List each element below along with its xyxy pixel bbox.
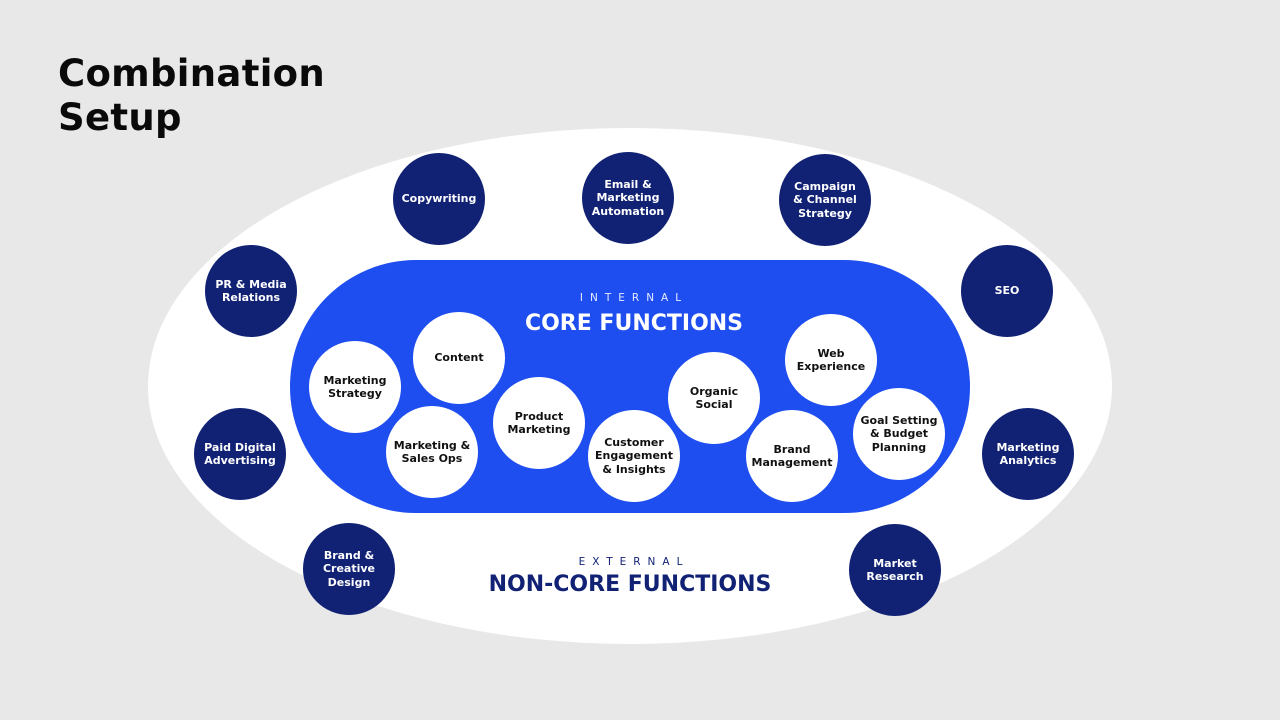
node-product-marketing: Product Marketing [493, 377, 585, 469]
node-label: Web Experience [796, 346, 866, 374]
node-label: PR & Media Relations [215, 277, 287, 305]
node-marketing-analytics: Marketing Analytics [982, 408, 1074, 500]
external-eyebrow: EXTERNAL [578, 556, 690, 568]
node-label: Content [434, 351, 484, 365]
node-label: Brand & Creative Design [322, 548, 376, 589]
node-label: SEO [994, 284, 1020, 298]
node-label: Marketing Strategy [323, 373, 387, 401]
node-label: Customer Engagement & Insights [595, 435, 673, 476]
node-label: Campaign & Channel Strategy [793, 179, 857, 220]
node-organic-social: Organic Social [668, 352, 760, 444]
node-label: Marketing Analytics [996, 440, 1060, 468]
node-label: Email & Marketing Automation [591, 177, 665, 218]
core-functions-heading: CORE FUNCTIONS [524, 311, 744, 336]
node-seo: SEO [961, 245, 1053, 337]
node-label: Brand Management [751, 442, 833, 470]
page-title: Combination Setup [58, 52, 325, 140]
page-title-line-1: Combination [58, 52, 326, 95]
node-market-research: Market Research [849, 524, 941, 616]
node-label: Market Research [866, 556, 924, 584]
node-brand-creative-design: Brand & Creative Design [303, 523, 395, 615]
node-label: Paid Digital Advertising [204, 440, 276, 468]
node-paid-digital-advertising: Paid Digital Advertising [194, 408, 286, 500]
node-label: Organic Social [689, 384, 739, 412]
node-goal-setting-budget-planning: Goal Setting & Budget Planning [853, 388, 945, 480]
page-title-line-2: Setup [58, 96, 182, 139]
node-copywriting: Copywriting [393, 153, 485, 245]
node-marketing-strategy: Marketing Strategy [309, 341, 401, 433]
node-pr-media-relations: PR & Media Relations [205, 245, 297, 337]
node-campaign-channel-strategy: Campaign & Channel Strategy [779, 154, 871, 246]
node-label: Marketing & Sales Ops [393, 438, 471, 466]
node-label: Copywriting [401, 192, 477, 206]
node-label: Product Marketing [507, 409, 571, 437]
node-brand-management: Brand Management [746, 410, 838, 502]
node-marketing-sales-ops: Marketing & Sales Ops [386, 406, 478, 498]
node-content: Content [413, 312, 505, 404]
non-core-functions-heading: NON-CORE FUNCTIONS [488, 572, 772, 597]
internal-eyebrow: INTERNAL [579, 292, 689, 304]
node-web-experience: Web Experience [785, 314, 877, 406]
node-label: Goal Setting & Budget Planning [860, 413, 938, 454]
node-customer-engagement-insights: Customer Engagement & Insights [588, 410, 680, 502]
node-email-marketing-automation: Email & Marketing Automation [582, 152, 674, 244]
